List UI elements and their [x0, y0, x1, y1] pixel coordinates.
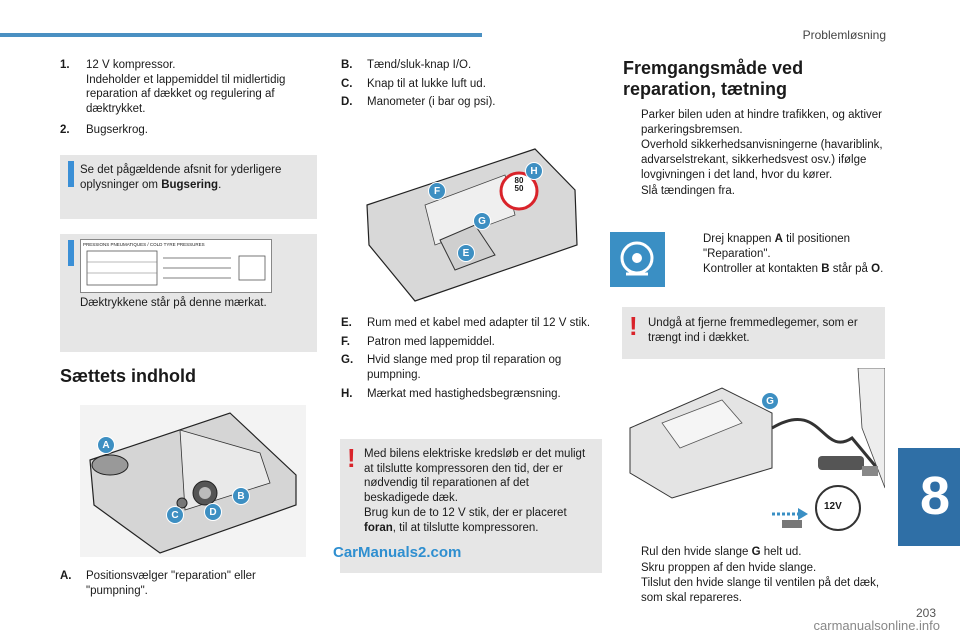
badge-h: H: [525, 162, 543, 180]
list-item: 2. Bugserkrog.: [60, 123, 149, 136]
bullet-icon: [623, 108, 641, 137]
info-icon: [68, 240, 74, 266]
badge-b: B: [232, 487, 250, 505]
list-item: Rul den hvide slange G helt ud.: [623, 545, 885, 560]
badge-d: D: [204, 503, 222, 521]
speed-limit-sticker: 80 50: [514, 176, 524, 194]
list-item: Tilslut den hvide slange til ventilen på…: [623, 576, 885, 605]
warning-icon: !: [629, 311, 638, 341]
badge-a: A: [97, 436, 115, 454]
list-e-h: E. Rum med et kabel med adapter til 12 V…: [341, 316, 599, 402]
socket-label: 12V: [824, 501, 842, 512]
dial-icon-box: [610, 232, 665, 287]
info-text: Se det pågældende afsnit for yderligere …: [80, 164, 282, 191]
label-lines-graphic: [86, 250, 266, 286]
badge-e: E: [457, 244, 475, 262]
list-item: E. Rum med et kabel med adapter til 12 V…: [341, 317, 591, 329]
page-number: 203: [915, 606, 936, 620]
hose-connection-graphic: [629, 367, 886, 531]
header-accent-bar: [0, 33, 482, 37]
dial-bullets: Drej knappen A til positionen "Reparatio…: [685, 232, 885, 278]
warning-text: Undgå at fjerne fremmedlegemer, som er t…: [648, 317, 858, 344]
compressor-graphic: [80, 405, 306, 557]
list-item: Drej knappen A til positionen "Reparatio…: [685, 232, 885, 261]
list-item-a: A. Positionsvælger "reparation" eller "p…: [60, 570, 256, 597]
bullet-icon: [623, 545, 641, 560]
list-item: 1. 12 V kompressor. Indeholder et lappem…: [60, 59, 286, 116]
compressor-illustration: A B C D: [80, 405, 306, 557]
list-item: Kontroller at kontakten B står på O.: [685, 262, 885, 277]
warning-icon: !: [347, 443, 356, 473]
badge-c: C: [166, 506, 184, 524]
warning-box-12v: ! Med bilens elektriske kredsløb er det …: [340, 439, 602, 573]
bullet-icon: [623, 184, 641, 199]
list-item: B. Tænd/sluk-knap I/O.: [341, 59, 472, 71]
bullet-icon: [685, 262, 703, 277]
list-item: D. Manometer (i bar og psi).: [341, 96, 496, 109]
watermark-carmanuals2[interactable]: CarManuals2.com: [333, 544, 462, 561]
chapter-tab: [898, 448, 960, 546]
badge-g: G: [761, 392, 779, 410]
info-box-bugsering: Se det pågældende afsnit for yderligere …: [60, 155, 317, 219]
list-item: G. Hvid slange med prop til reparation o…: [341, 354, 562, 382]
bullet-icon: [623, 576, 641, 605]
bullet-icon: [623, 561, 641, 576]
hose-connection-illustration: 12V G: [622, 367, 886, 540]
repair-procedure-heading: Fremgangsmåde ved reparation, tætning: [623, 58, 804, 99]
list-item: H. Mærkat med hastighedsbegrænsning.: [341, 387, 561, 400]
procedure-bullets: Parker bilen uden at hindre trafikken, o…: [623, 108, 885, 199]
bullet-icon: [685, 232, 703, 261]
tyre-label-caption: Dæktrykkene står på denne mærkat.: [80, 297, 267, 309]
list-item: F. Patron med lappemiddel.: [341, 335, 495, 348]
badge-f: F: [428, 182, 446, 200]
tyre-pressure-label-image: PRESSIONS PNEUMATIQUES / COLD TYRE PRESS…: [80, 239, 272, 293]
section-heading-kit-contents: Sættets indhold: [60, 366, 196, 386]
list-item: Skru proppen af den hvide slange.: [623, 561, 885, 576]
final-bullets: Rul den hvide slange G helt ud. Skru pro…: [623, 545, 885, 607]
list-item: C. Knap til at lukke luft ud.: [341, 77, 486, 90]
watermark-carmanualsonline[interactable]: carmanualsonline.info: [813, 618, 940, 633]
badge-g: G: [473, 212, 491, 230]
warning-text: Med bilens elektriske kredsløb er det mu…: [364, 448, 586, 534]
list-item: Parker bilen uden at hindre trafikken, o…: [623, 108, 885, 137]
list-1-2: 1. 12 V kompressor. Indeholder et lappem…: [60, 58, 315, 138]
chapter-number: 8: [919, 466, 950, 526]
dial-icon: [620, 241, 654, 276]
list-b-d: B. Tænd/sluk-knap I/O. C. Knap til at lu…: [341, 58, 599, 110]
list-item: Slå tændingen fra.: [623, 184, 885, 199]
list-item: Overhold sikkerhedsanvisningerne (havari…: [623, 138, 885, 182]
bullet-icon: [623, 138, 641, 182]
warning-box-foreign-objects: ! Undgå at fjerne fremmedlegemer, som er…: [622, 307, 885, 359]
info-icon: [68, 161, 74, 187]
info-box-tyre-label: PRESSIONS PNEUMATIQUES / COLD TYRE PRESS…: [60, 234, 317, 352]
section-title: Problemløsning: [802, 28, 886, 42]
compressor-rear-illustration: 80 50 F H G E: [355, 145, 580, 303]
compressor-rear-graphic: [366, 148, 578, 302]
